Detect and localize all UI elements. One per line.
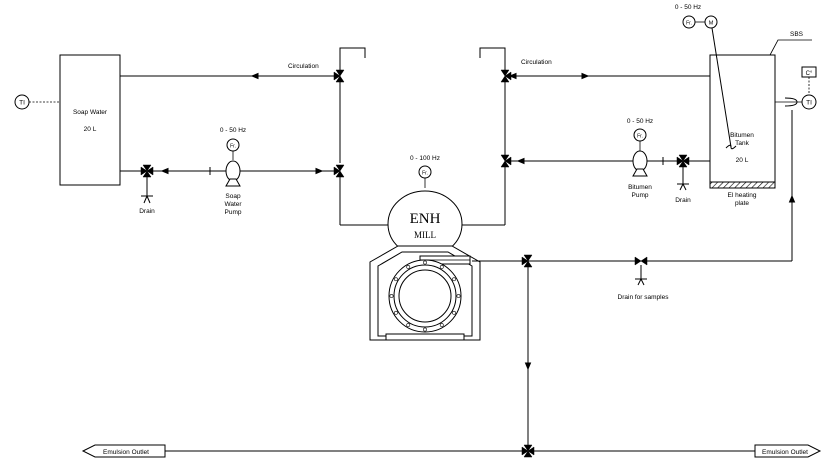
bitumen-tank: Bitumen Tank 20 L El heating plate bbox=[709, 54, 776, 207]
svg-text:Fr.: Fr. bbox=[422, 171, 428, 177]
soap-water-tank: Soap Water 20 L bbox=[59, 54, 121, 186]
flange-bolt bbox=[406, 265, 411, 269]
svg-text:Soap: Soap bbox=[225, 193, 241, 200]
svg-text:20 L: 20 L bbox=[736, 157, 749, 164]
svg-text:SBS: SBS bbox=[790, 31, 804, 38]
flange-bolt bbox=[456, 294, 461, 298]
flange-bolt bbox=[394, 310, 398, 315]
flange-bolt bbox=[406, 323, 411, 327]
emulsion-outlet-left: Emulsion Outlet bbox=[81, 444, 166, 458]
svg-text:Fr.: Fr. bbox=[686, 21, 692, 27]
circulation-line-left: Circulation bbox=[120, 47, 366, 163]
svg-text:0 - 50 Hz: 0 - 50 Hz bbox=[675, 4, 701, 11]
svg-text:0 - 100 Hz: 0 - 100 Hz bbox=[410, 155, 440, 162]
mill-outlet-line: Drain for samples bbox=[472, 110, 796, 301]
svg-text:TI: TI bbox=[806, 100, 812, 107]
svg-text:Bitumen: Bitumen bbox=[730, 132, 754, 139]
svg-text:Pump: Pump bbox=[225, 209, 242, 216]
enh-mill: 0 - 100 Hz Fr. ENH MILL bbox=[369, 155, 481, 341]
sbs-feed: SBS bbox=[769, 31, 812, 56]
circulation-line-right: Circulation bbox=[479, 47, 710, 155]
svg-text:Soap Water: Soap Water bbox=[73, 109, 108, 116]
svg-text:Water: Water bbox=[224, 201, 242, 208]
svg-text:MILL: MILL bbox=[414, 230, 436, 240]
svg-text:plate: plate bbox=[735, 200, 749, 207]
svg-text:Drain for samples: Drain for samples bbox=[618, 294, 670, 301]
mixer-motor: 0 - 50 Hz Fr. M bbox=[675, 4, 737, 150]
flange-bolt bbox=[452, 277, 456, 282]
svg-text:C°: C° bbox=[806, 71, 813, 77]
svg-text:Tank: Tank bbox=[735, 140, 749, 147]
emulsion-outlet-right: Emulsion Outlet bbox=[754, 444, 822, 458]
svg-text:Drain: Drain bbox=[139, 208, 155, 215]
bitumen-pump: 0 - 50 Hz Fr. Bitumen Pump bbox=[627, 118, 653, 199]
emulsion-outlet-line bbox=[95, 267, 755, 458]
temperature-indicator-left: TI bbox=[14, 94, 60, 110]
bitumen-drain: Drain bbox=[675, 154, 691, 204]
svg-text:M: M bbox=[709, 21, 714, 27]
svg-text:0 - 50 Hz: 0 - 50 Hz bbox=[627, 118, 653, 125]
flange-bolt bbox=[423, 260, 427, 265]
svg-text:Pump: Pump bbox=[632, 192, 649, 199]
svg-text:TI: TI bbox=[19, 100, 25, 107]
svg-text:Circulation: Circulation bbox=[288, 63, 319, 70]
flange-bolt bbox=[452, 310, 456, 315]
flange-bolt bbox=[423, 327, 427, 332]
flange-bolt bbox=[394, 277, 398, 282]
svg-text:Fr.: Fr. bbox=[230, 144, 236, 150]
soap-water-pump: 0 - 50 Hz Fr. Soap Water Pump bbox=[220, 127, 246, 216]
svg-text:El heating: El heating bbox=[728, 192, 757, 199]
svg-text:Drain: Drain bbox=[675, 197, 691, 204]
svg-text:20 L: 20 L bbox=[84, 126, 97, 133]
flange-bolt bbox=[439, 323, 444, 327]
svg-text:Fr.: Fr. bbox=[637, 134, 643, 140]
flange-bolt bbox=[439, 265, 444, 269]
svg-text:Circulation: Circulation bbox=[521, 59, 552, 66]
flange-bolt bbox=[389, 294, 394, 298]
soap-water-feed-line: Drain bbox=[120, 164, 334, 215]
svg-text:Emulsion Outlet: Emulsion Outlet bbox=[762, 449, 808, 456]
svg-text:0 - 50 Hz: 0 - 50 Hz bbox=[220, 127, 246, 134]
svg-text:ENH: ENH bbox=[410, 211, 441, 227]
svg-text:Emulsion Outlet: Emulsion Outlet bbox=[103, 449, 149, 456]
svg-text:Bitumen: Bitumen bbox=[628, 184, 652, 191]
mill-flange-bolts bbox=[389, 260, 461, 332]
temperature-indicator-right: C° TI bbox=[775, 66, 817, 110]
